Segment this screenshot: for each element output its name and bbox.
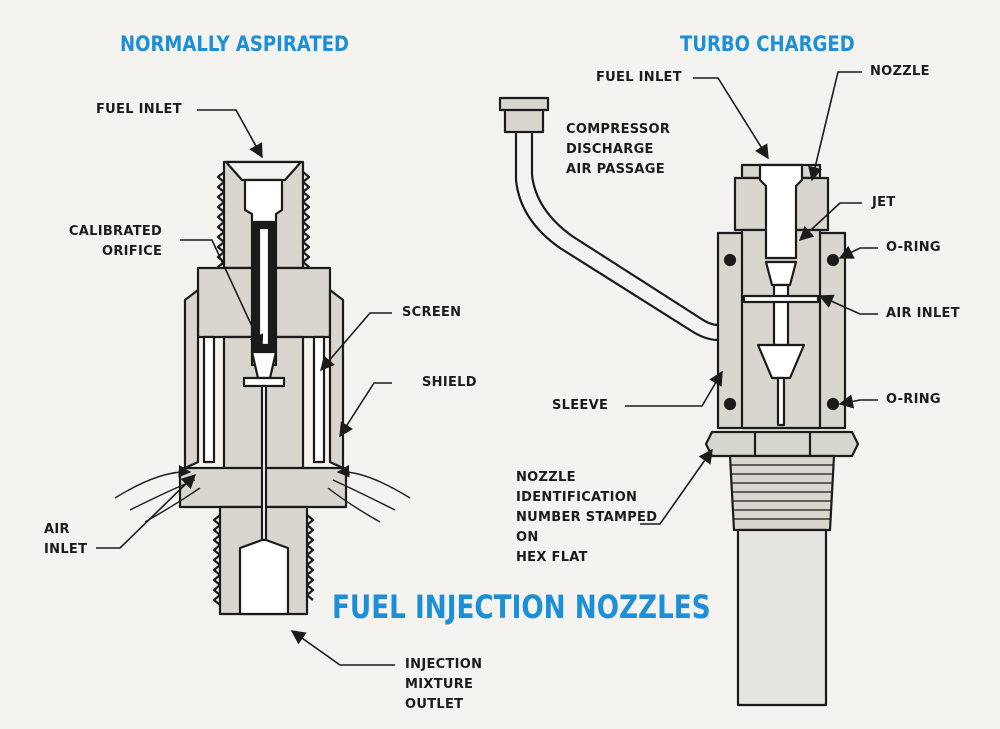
label-na-injection-outlet: INJECTION MIXTURE OUTLET xyxy=(405,657,483,712)
tc-tube-fitting-cap xyxy=(498,96,550,112)
tc-hex-flat xyxy=(704,430,860,458)
tc-tube-fitting xyxy=(503,106,545,134)
tc-o-ring-upper-left xyxy=(723,253,737,267)
label-na-calibrated-orifice: CALIBRATED ORIFICE xyxy=(68,224,163,259)
na-upper-threads-left xyxy=(216,171,226,273)
tc-jet-leader xyxy=(798,202,862,241)
tc-thread-lines xyxy=(731,464,833,520)
main-title: FUEL INJECTION NOZZLES xyxy=(332,588,711,626)
tc-jet-stem xyxy=(772,283,790,347)
tc-hex-flat-leader xyxy=(640,448,713,525)
tc-air-annulus xyxy=(742,294,820,304)
na-air-inlet-leader xyxy=(96,473,197,549)
tc-outlet-bore xyxy=(776,376,786,427)
na-outlet-bore xyxy=(260,384,268,542)
na-mixing-chamber xyxy=(242,376,286,388)
tc-air-tube-outer xyxy=(530,130,719,327)
na-airflow-curves xyxy=(114,464,411,523)
na-outlet-leader xyxy=(290,630,395,666)
label-na-shield: SHIELD xyxy=(422,375,477,390)
label-na-fuel-inlet: FUEL INLET xyxy=(96,102,182,117)
label-na-screen: SCREEN xyxy=(402,305,462,320)
tc-o-ring-lower-left xyxy=(723,397,737,411)
na-screen-left xyxy=(202,335,216,464)
na-screen-right xyxy=(312,335,326,464)
tc-o-ring-upper-right xyxy=(826,253,840,267)
tc-sleeve-leader xyxy=(625,370,723,407)
tc-o-ring-lower-right xyxy=(826,397,840,411)
label-na-air-inlet: AIR INLET xyxy=(44,522,88,557)
tc-mix-cone xyxy=(756,343,806,380)
na-orifice-leader xyxy=(180,239,264,350)
na-inlet-cone xyxy=(224,160,303,182)
label-tc-fuel-inlet: FUEL INLET xyxy=(596,70,682,85)
title-turbo-charged: TURBO CHARGED xyxy=(680,32,855,56)
title-normally-aspirated: NORMALLY ASPIRATED xyxy=(120,32,349,56)
normally-aspirated-nozzle xyxy=(178,160,348,616)
label-tc-nozzle: NOZZLE xyxy=(870,64,930,79)
na-orifice-bore xyxy=(257,226,271,347)
label-tc-sleeve: SLEEVE xyxy=(552,398,609,413)
label-tc-compressor-passage: COMPRESSOR DISCHARGE AIR PASSAGE xyxy=(566,122,671,177)
label-tc-o-ring-upper: O-RING xyxy=(886,240,941,255)
tc-o-ring-upper-leader xyxy=(838,245,878,259)
tc-nozzle-leader xyxy=(808,71,862,182)
label-tc-jet: JET xyxy=(872,195,896,210)
na-lower-threads-right xyxy=(305,514,315,601)
na-shield-left xyxy=(183,288,200,470)
label-tc-o-ring-lower: O-RING xyxy=(886,392,941,407)
na-shield-leader xyxy=(339,382,392,438)
na-fuel-inlet-leader xyxy=(197,109,263,159)
na-lower-threads-left xyxy=(212,514,222,606)
tc-jet xyxy=(764,260,798,287)
label-tc-air-inlet: AIR INLET xyxy=(886,306,960,321)
na-shield-right xyxy=(328,288,345,470)
tc-air-inlet-leader xyxy=(818,294,878,315)
na-upper-threads-right xyxy=(301,171,311,278)
label-tc-hex-flat-note: NOZZLE IDENTIFICATION NUMBER STAMPED ON … xyxy=(516,470,658,565)
tc-o-ring-lower-leader xyxy=(838,394,878,409)
tc-fuel-inlet-leader xyxy=(693,77,769,160)
na-screen-leader xyxy=(320,312,392,372)
tc-air-tube xyxy=(514,130,719,342)
tc-callout-lines xyxy=(625,71,878,525)
na-callout-lines xyxy=(96,109,395,666)
tc-fuel-passage xyxy=(758,163,804,260)
na-outlet-cavity xyxy=(238,538,290,616)
turbo-charged-nozzle xyxy=(498,96,860,707)
tc-shank xyxy=(736,528,828,707)
